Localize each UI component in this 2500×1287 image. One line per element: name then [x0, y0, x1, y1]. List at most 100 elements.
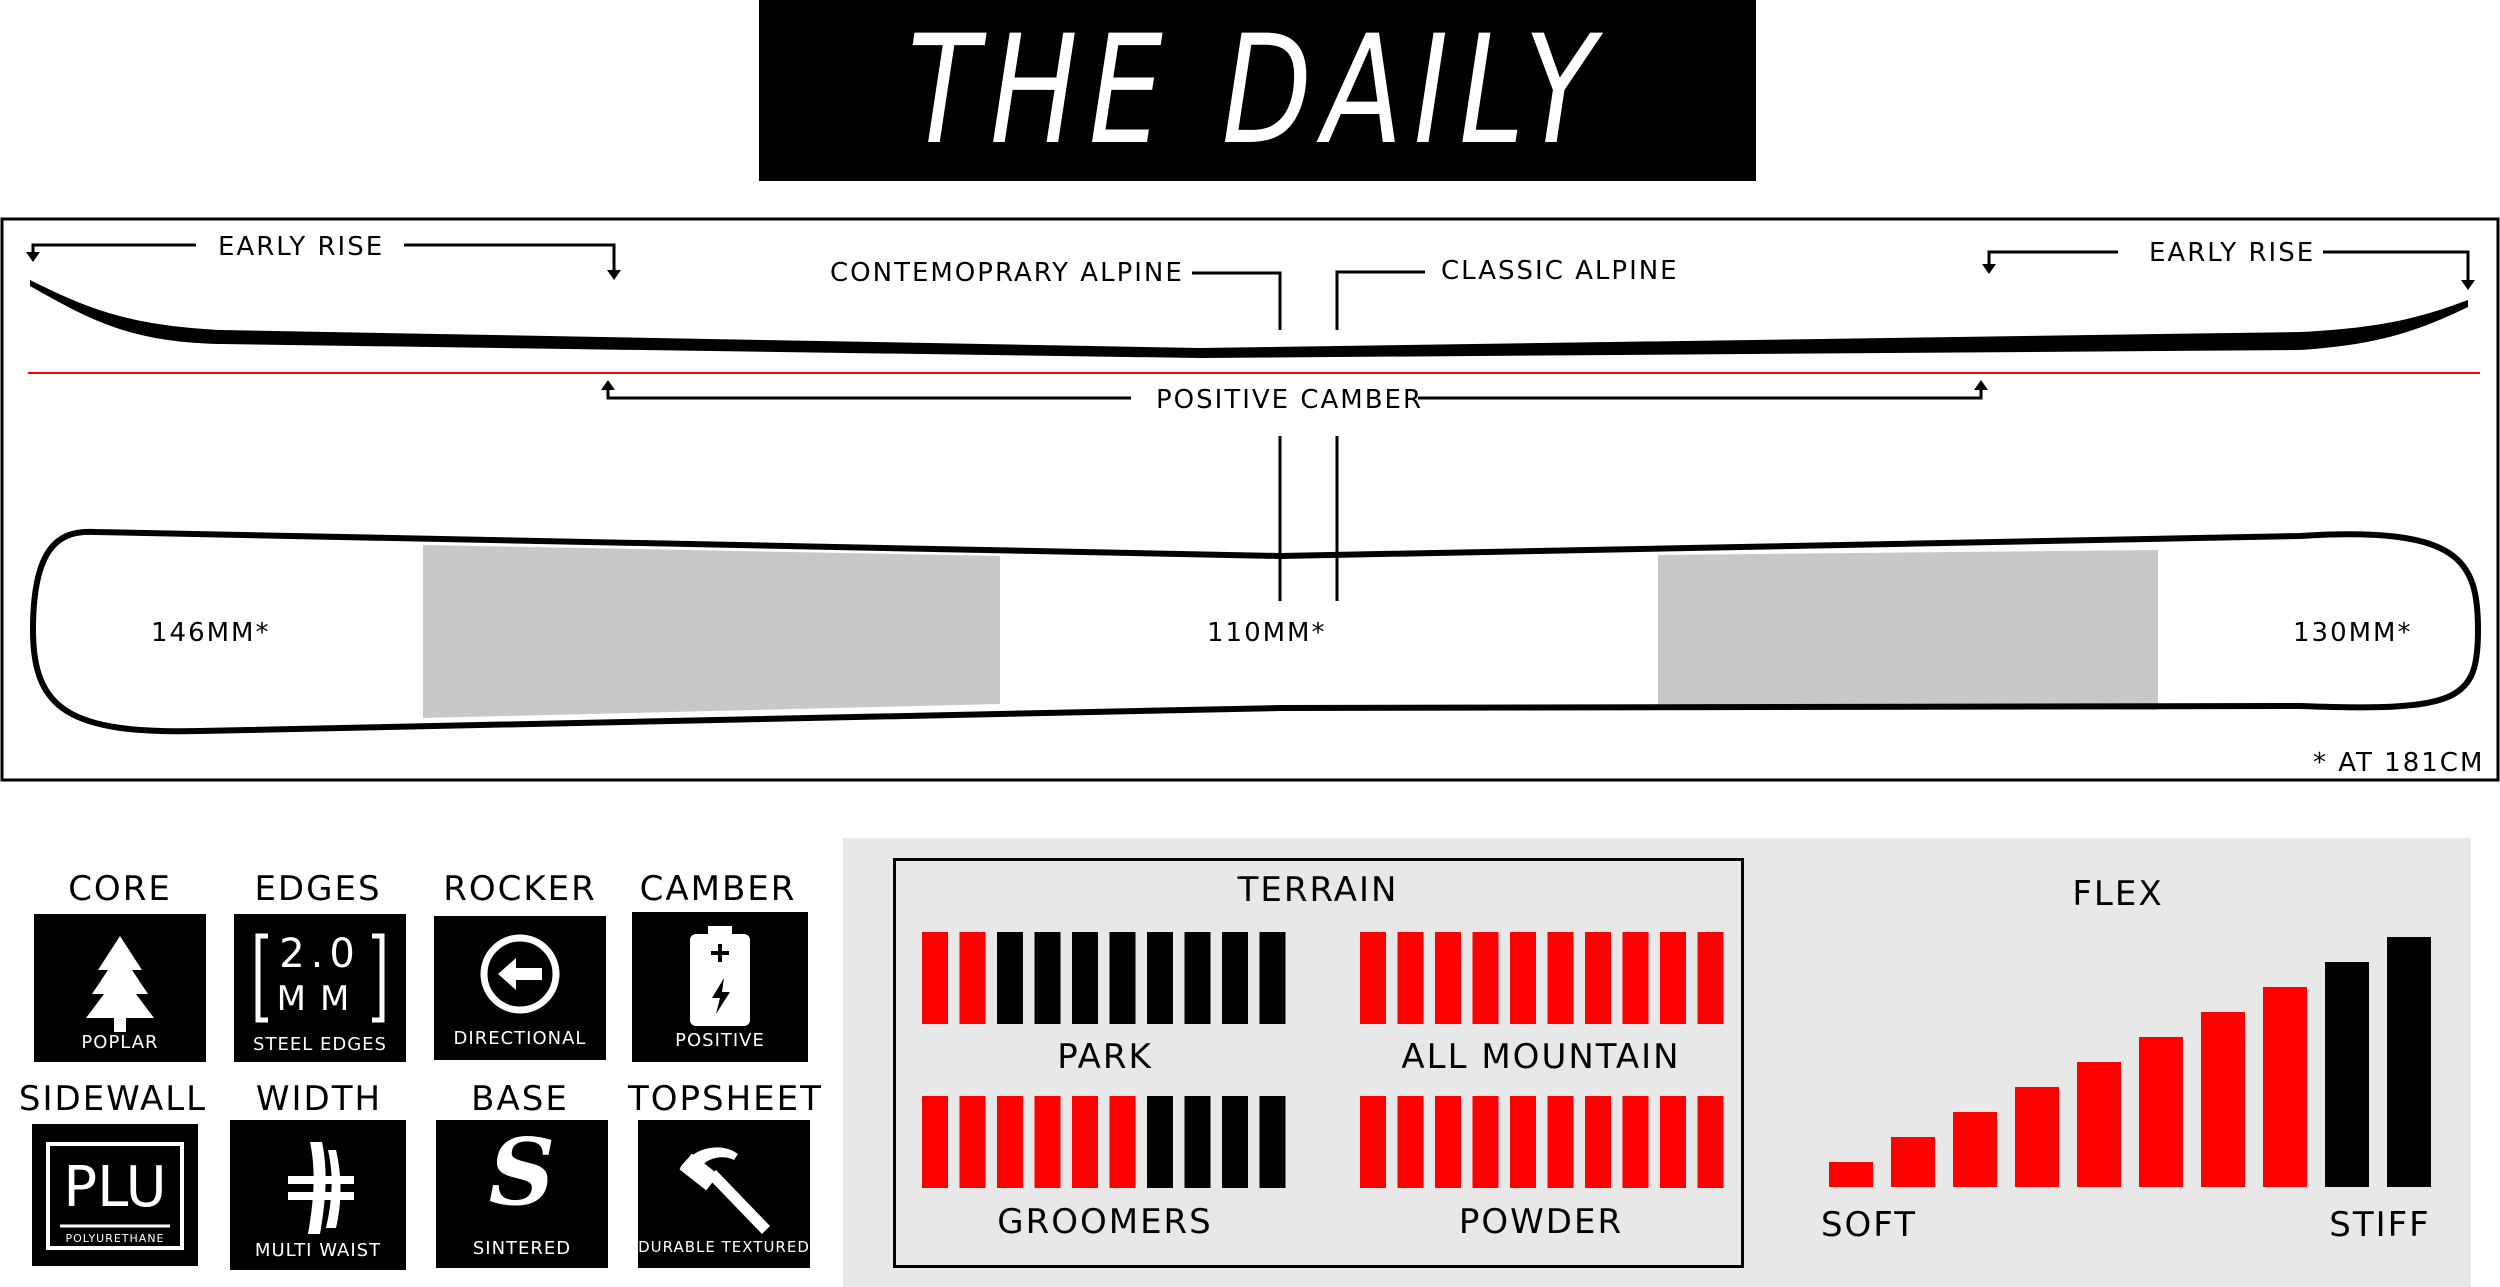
diagram-frame: [0, 217, 2500, 782]
terrain-segment-all-mountain: [1660, 932, 1686, 1024]
arrow-down-icon: [1982, 264, 1996, 274]
terrain-segment-all-mountain: [1472, 932, 1499, 1024]
terrain-segment-park: [1034, 932, 1061, 1024]
flex-bar: [2077, 1062, 2121, 1187]
tail-contact-zone: [1658, 550, 2158, 710]
classic-alpine-label: CLASSIC ALPINE: [1441, 256, 1679, 286]
flex-soft-label: SOFT: [1820, 1205, 1918, 1245]
page-title: THE DAILY: [908, 3, 1607, 178]
arrow-up-icon: [601, 380, 615, 390]
terrain-label-powder: POWDER: [1458, 1202, 1624, 1242]
ski-top-outline: [29, 528, 2482, 735]
base-title: BASE: [471, 1079, 569, 1119]
core-title: CORE: [68, 869, 172, 909]
terrain-label-groomers: GROOMERS: [997, 1202, 1213, 1242]
terrain-segment-all-mountain: [1510, 932, 1536, 1024]
positive-camber-label: POSITIVE CAMBER: [1156, 385, 1424, 415]
flex-bar: [2015, 1087, 2059, 1187]
terrain-segment-all-mountain: [1585, 932, 1611, 1024]
terrain-segment-powder: [1660, 1096, 1686, 1188]
terrain-label-all-mountain: ALL MOUNTAIN: [1401, 1037, 1681, 1077]
edges-caption: STEEL EDGES: [253, 1034, 387, 1055]
terrain-title: TERRAIN: [1237, 870, 1399, 910]
flex-bar: [2325, 962, 2369, 1187]
core-caption: POPLAR: [81, 1032, 159, 1053]
terrain-segment-park: [1109, 932, 1136, 1024]
terrain-segment-park: [1222, 932, 1248, 1024]
camber-title: CAMBER: [639, 869, 797, 909]
base-caption: SINTERED: [472, 1238, 572, 1259]
camber-tile: POSITIVE: [632, 912, 808, 1062]
terrain-segment-powder: [1472, 1096, 1499, 1188]
contemporary-alpine-label: CONTEMOPRARY ALPINE: [830, 258, 1184, 288]
flex-bar: [2263, 987, 2307, 1187]
terrain-segment-park: [1072, 932, 1098, 1024]
flex-title: FLEX: [2072, 874, 2164, 914]
terrain-segment-groomers: [1222, 1096, 1248, 1188]
terrain-segment-powder: [1510, 1096, 1536, 1188]
sidewall-title: SIDEWALL: [18, 1079, 208, 1119]
early-rise-right-label: EARLY RISE: [2149, 238, 2316, 268]
terrain-segment-groomers: [959, 1096, 986, 1188]
early-rise-left-label: EARLY RISE: [218, 232, 385, 262]
contemporary-alpine-leader: [1192, 271, 1282, 330]
early-rise-right-bracket-b: [2323, 250, 2470, 282]
flex-bar: [1953, 1112, 1997, 1187]
battery-icon: [690, 926, 750, 1026]
ratings-panel: [843, 838, 2471, 1287]
plu-icon: [46, 1142, 184, 1250]
width-title: WIDTH: [255, 1079, 383, 1119]
arrow-down-icon: [26, 252, 40, 262]
tree-icon: [86, 936, 154, 1032]
edges-unit: MM: [276, 979, 364, 1019]
early-rise-right-bracket: [1987, 250, 2118, 266]
sidewall-value: PLU: [63, 1155, 167, 1220]
rocker-caption: DIRECTIONAL: [453, 1028, 587, 1049]
arrow-up-icon: [1974, 380, 1988, 390]
terrain-segment-powder: [1397, 1096, 1424, 1188]
camber-caption: POSITIVE: [675, 1030, 765, 1051]
s-icon: S: [488, 1118, 556, 1226]
terrain-segment-park: [922, 932, 948, 1024]
terrain-segment-powder: [1622, 1096, 1649, 1188]
terrain-segment-all-mountain: [1360, 932, 1386, 1024]
terrain-segment-all-mountain: [1622, 932, 1649, 1024]
edges-tile: 2.0 MM STEEL EDGES: [234, 914, 406, 1062]
terrain-segment-all-mountain: [1397, 932, 1424, 1024]
topsheet-title: TOPSHEET: [628, 1079, 823, 1119]
terrain-segment-park: [1147, 932, 1173, 1024]
tail-width-label: 130MM*: [2293, 618, 2413, 648]
terrain-label-park: PARK: [1057, 1037, 1153, 1077]
arrow-down-icon: [2461, 280, 2475, 290]
terrain-segment-park: [997, 932, 1023, 1024]
terrain-segment-groomers: [1109, 1096, 1136, 1188]
width-tile: MULTI WAIST: [230, 1120, 406, 1270]
topsheet-tile: DURABLE TEXTURED: [638, 1120, 810, 1268]
terrain-segment-groomers: [1034, 1096, 1061, 1188]
early-rise-left-bracket-b: [404, 243, 616, 272]
tip-width-label: 146MM*: [151, 618, 271, 648]
terrain-segment-park: [1259, 932, 1286, 1024]
edges-title: EDGES: [254, 869, 382, 909]
rocker-title: ROCKER: [443, 869, 597, 909]
multi-waist-icon: [288, 1142, 354, 1234]
terrain-segment-powder: [1435, 1096, 1461, 1188]
terrain-segment-powder: [1360, 1096, 1386, 1188]
core-tile: POPLAR: [34, 914, 206, 1062]
terrain-segment-groomers: [1072, 1096, 1098, 1188]
flex-bar: [1829, 1162, 1873, 1187]
terrain-segment-groomers: [1147, 1096, 1173, 1188]
edge-icon: [255, 933, 385, 1023]
width-caption: MULTI WAIST: [254, 1240, 382, 1261]
ski-side-profile: [30, 280, 2468, 358]
flex-stiff-label: STIFF: [2329, 1205, 2431, 1245]
terrain-segment-all-mountain: [1435, 932, 1461, 1024]
tip-contact-zone: [423, 545, 1000, 718]
base-tile: S SINTERED: [436, 1120, 608, 1268]
terrain-segment-groomers: [1259, 1096, 1286, 1188]
edges-value: 2.0: [279, 931, 361, 977]
rocker-tile: DIRECTIONAL: [434, 916, 606, 1060]
flex-bar: [2139, 1037, 2183, 1187]
